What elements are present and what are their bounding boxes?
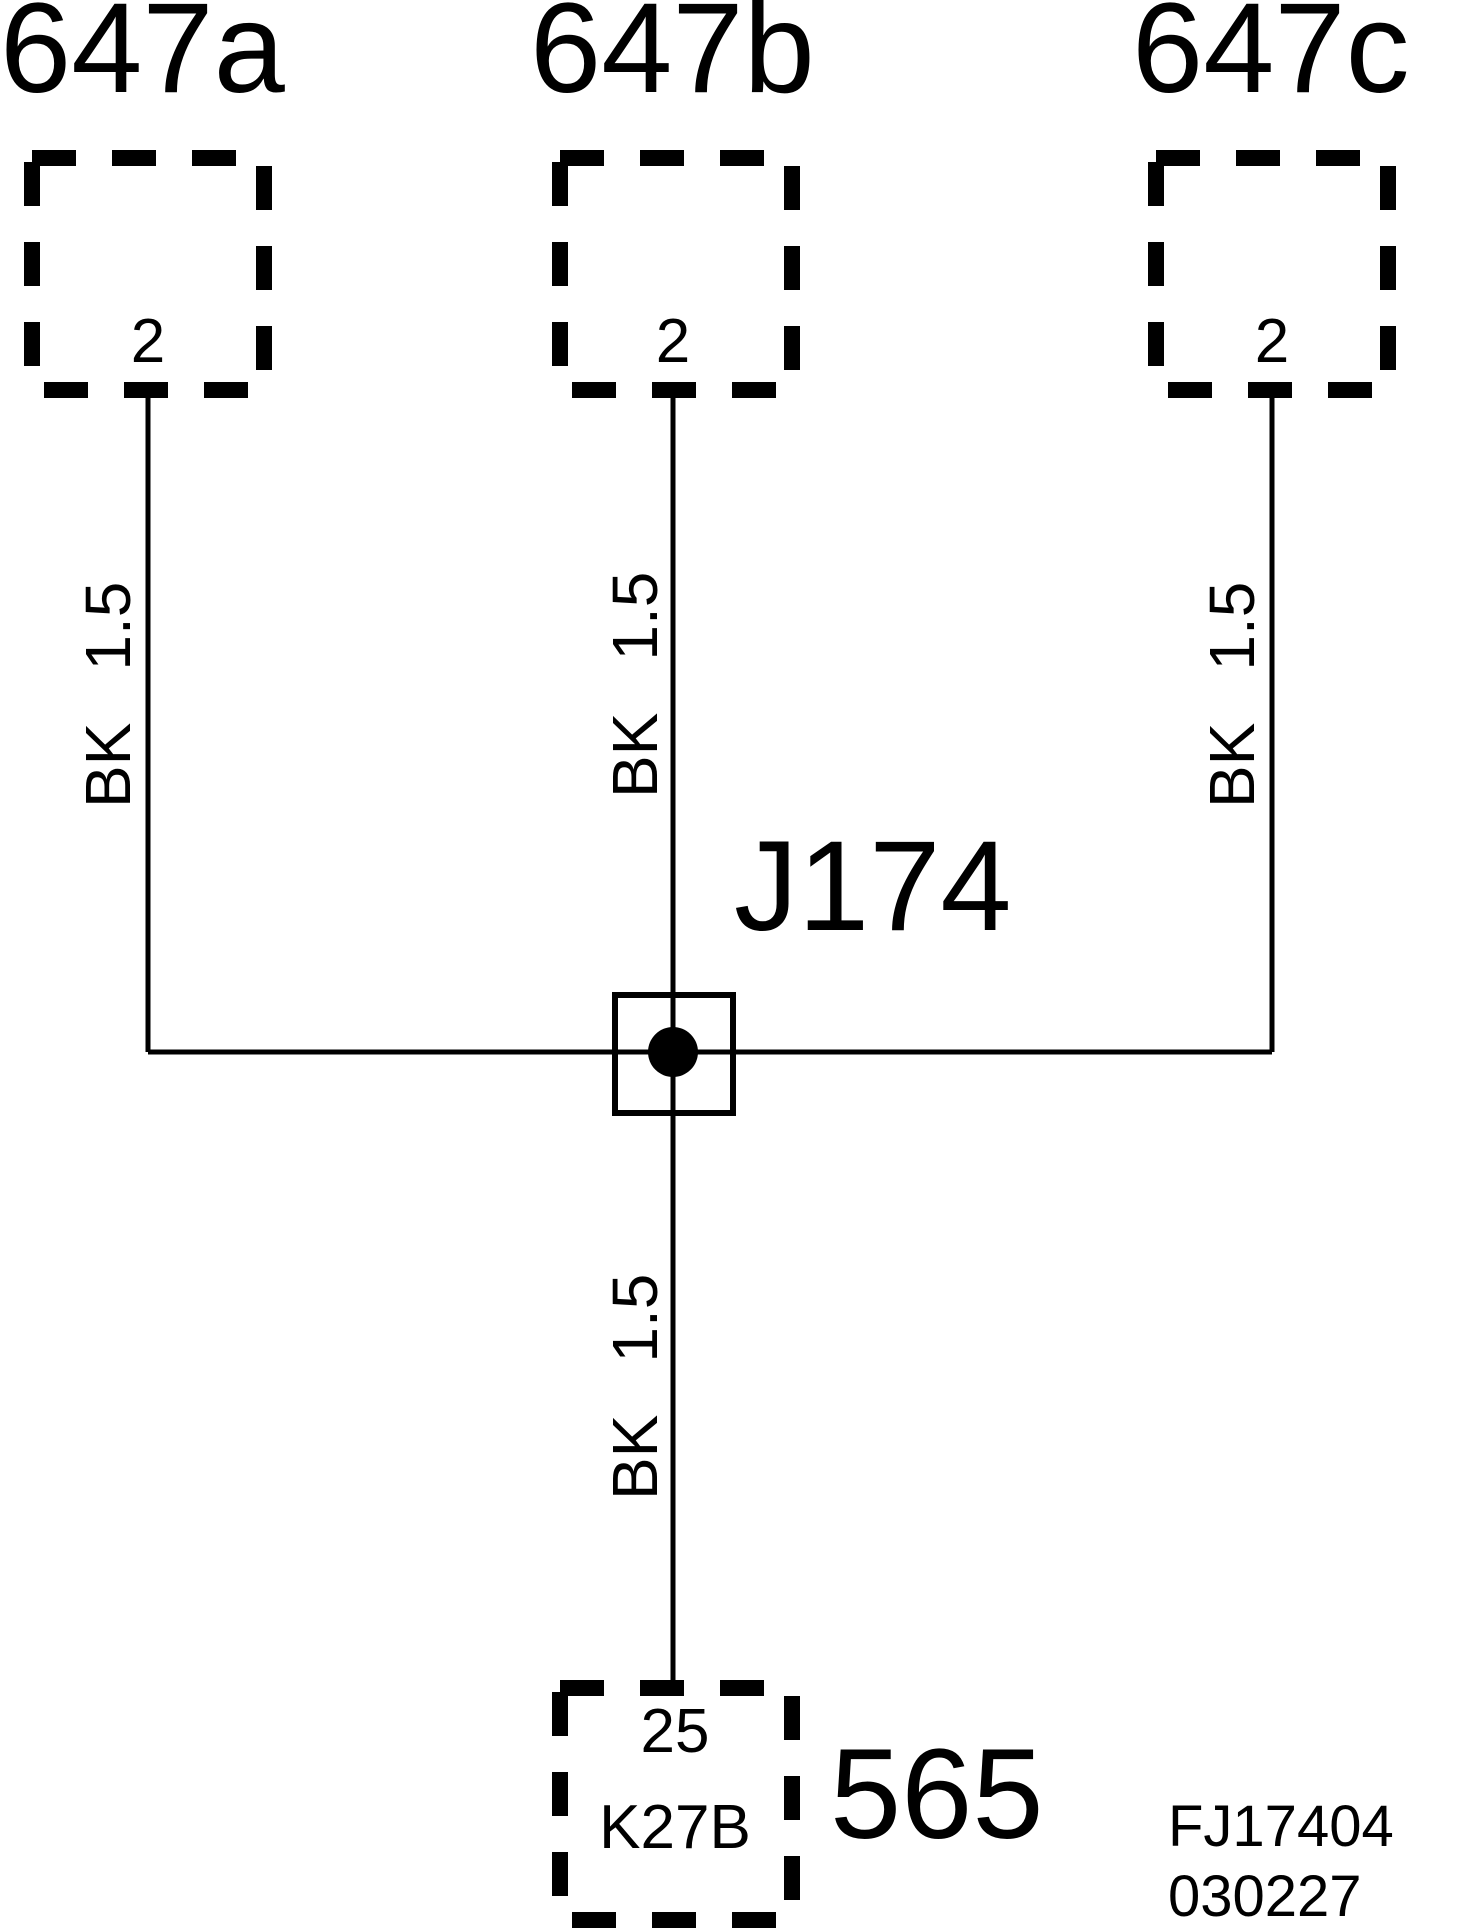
pin-number-647b: 2 <box>656 307 690 376</box>
wire-label-647b: BK 1.5 <box>599 572 671 798</box>
pin-number-647c: 2 <box>1255 307 1289 376</box>
splice-label: J174 <box>734 815 1012 958</box>
wire-color-647b: BK <box>599 713 671 798</box>
drawing-date-code: 030227 <box>1168 1864 1362 1928</box>
wire-label-647a: BK 1.5 <box>72 582 144 808</box>
wire-label-565: BK 1.5 <box>599 1274 671 1500</box>
connector-box-565 <box>552 1680 800 1928</box>
connector-code-k27b: K27B <box>599 1793 751 1862</box>
component-label-565: 565 <box>830 1723 1044 1866</box>
wire-size-647c: 1.5 <box>1196 582 1268 671</box>
component-label-647c: 647c <box>1132 0 1410 120</box>
wire-label-647c: BK 1.5 <box>1196 582 1268 808</box>
wire-color-647a: BK <box>72 723 144 808</box>
splice-dot <box>648 1027 698 1077</box>
wire-size-647a: 1.5 <box>72 582 144 671</box>
pin-number-565: 25 <box>641 1697 710 1766</box>
drawing-code: FJ17404 <box>1168 1794 1394 1859</box>
pin-number-647a: 2 <box>131 307 165 376</box>
wire-size-647b: 1.5 <box>599 572 671 661</box>
component-label-647b: 647b <box>530 0 815 120</box>
wire-color-647c: BK <box>1196 723 1268 808</box>
connector-box-647b <box>552 150 800 398</box>
wire-color-565: BK <box>599 1415 671 1500</box>
wire-size-565: 1.5 <box>599 1274 671 1363</box>
splice-box <box>612 992 736 1116</box>
component-label-647a: 647a <box>0 0 286 120</box>
